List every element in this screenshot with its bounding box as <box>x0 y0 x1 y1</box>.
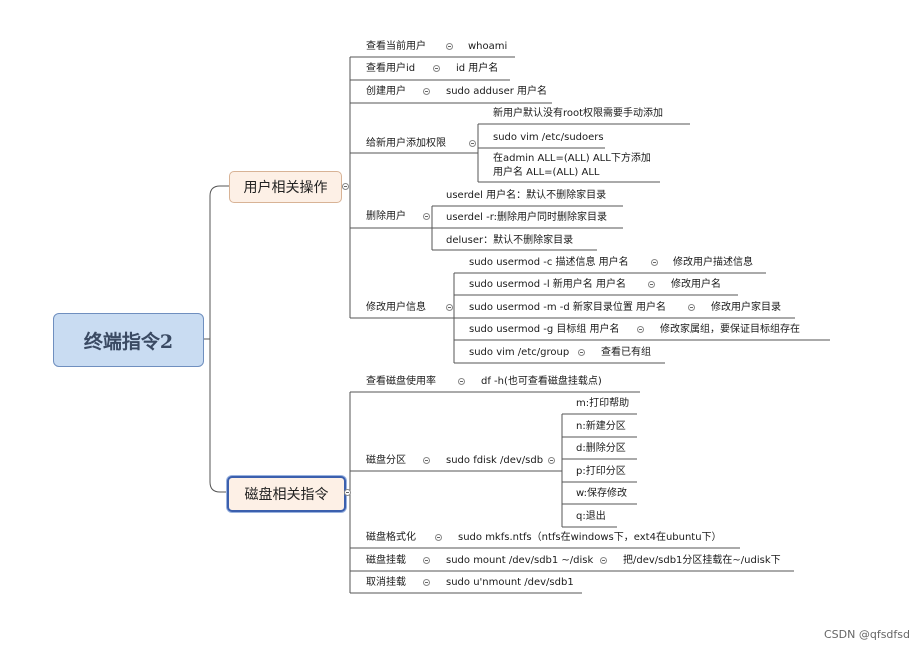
topic-disk-ops[interactable]: 磁盘相关指令 <box>227 476 346 512</box>
node-mod-2-desc[interactable]: 修改用户名 <box>671 279 721 290</box>
collapse-icon[interactable] <box>458 378 465 385</box>
collapse-icon[interactable] <box>446 43 453 50</box>
node-fmt-cmd[interactable]: sudo mkfs.ntfs（ntfs在windows下，ext4在ubuntu… <box>458 532 722 543</box>
collapse-icon[interactable] <box>433 65 440 72</box>
node-del-2[interactable]: userdel -r:删除用户同时删除家目录 <box>446 212 608 223</box>
node-mod-2[interactable]: sudo usermod -l 新用户名 用户名 <box>469 279 626 290</box>
node-del-label[interactable]: 删除用户 <box>366 211 406 222</box>
node-del-3[interactable]: deluser：默认不删除家目录 <box>446 235 574 246</box>
node-mod-3-desc[interactable]: 修改用户家目录 <box>711 302 781 313</box>
node-create-label[interactable]: 创建用户 <box>366 86 406 97</box>
node-mod-1-desc[interactable]: 修改用户描述信息 <box>673 257 753 268</box>
node-part-cmd[interactable]: sudo fdisk /dev/sdb <box>446 455 544 466</box>
collapse-icon[interactable] <box>423 457 430 464</box>
collapse-icon[interactable] <box>469 140 476 147</box>
node-id-label[interactable]: 查看用户id <box>366 63 416 74</box>
node-perm-3b[interactable]: 用户名 ALL=(ALL) ALL <box>493 167 600 178</box>
collapse-icon[interactable] <box>648 281 655 288</box>
node-fmt-label[interactable]: 磁盘格式化 <box>366 532 416 543</box>
collapse-icon[interactable] <box>578 349 585 356</box>
node-perm-label[interactable]: 给新用户添加权限 <box>366 138 446 149</box>
collapse-icon[interactable] <box>600 557 607 564</box>
node-part-label[interactable]: 磁盘分区 <box>366 455 406 466</box>
collapse-icon[interactable] <box>423 557 430 564</box>
node-del-1[interactable]: userdel 用户名：默认不删除家目录 <box>446 190 607 201</box>
collapse-icon[interactable] <box>344 489 351 496</box>
node-part-opt[interactable]: w:保存修改 <box>576 488 628 499</box>
node-perm-2[interactable]: sudo vim /etc/sudoers <box>493 132 604 143</box>
node-mount-note[interactable]: 把/dev/sdb1分区挂载在~/udisk下 <box>623 555 781 566</box>
node-id-cmd[interactable]: id 用户名 <box>456 63 499 74</box>
collapse-icon[interactable] <box>435 534 442 541</box>
node-mod-1[interactable]: sudo usermod -c 描述信息 用户名 <box>469 257 629 268</box>
collapse-icon[interactable] <box>548 457 555 464</box>
node-whoami-cmd[interactable]: whoami <box>468 41 508 52</box>
node-create-cmd[interactable]: sudo adduser 用户名 <box>446 86 548 97</box>
collapse-icon[interactable] <box>423 579 430 586</box>
node-part-opt[interactable]: d:删除分区 <box>576 443 626 454</box>
collapse-icon[interactable] <box>423 88 430 95</box>
node-part-opt[interactable]: p:打印分区 <box>576 466 626 477</box>
node-mod-4-desc[interactable]: 修改家属组，要保证目标组存在 <box>660 324 800 335</box>
node-part-opt[interactable]: m:打印帮助 <box>576 398 630 409</box>
node-part-opt[interactable]: n:新建分区 <box>576 421 626 432</box>
node-mod-5-desc[interactable]: 查看已有组 <box>601 347 651 358</box>
node-perm-1[interactable]: 新用户默认没有root权限需要手动添加 <box>493 108 664 119</box>
root-topic[interactable]: 终端指令2 <box>53 313 204 367</box>
node-mod-4[interactable]: sudo usermod -g 目标组 用户名 <box>469 324 620 335</box>
collapse-icon[interactable] <box>637 326 644 333</box>
node-mount-cmd[interactable]: sudo mount /dev/sdb1 ~/disk <box>446 555 594 566</box>
node-mount-label[interactable]: 磁盘挂载 <box>366 555 406 566</box>
node-usage-cmd[interactable]: df -h(也可查看磁盘挂载点) <box>481 376 602 387</box>
node-umount-cmd[interactable]: sudo u'nmount /dev/sdb1 <box>446 577 574 588</box>
collapse-icon[interactable] <box>423 213 430 220</box>
topic-user-ops[interactable]: 用户相关操作 <box>229 171 342 203</box>
node-mod-label[interactable]: 修改用户信息 <box>366 302 426 313</box>
node-part-opt[interactable]: q:退出 <box>576 511 606 522</box>
collapse-icon[interactable] <box>446 304 453 311</box>
watermark: CSDN @qfsdfsd <box>823 628 910 641</box>
collapse-icon[interactable] <box>651 259 658 266</box>
node-perm-3a[interactable]: 在admin ALL=(ALL) ALL下方添加 <box>493 153 651 164</box>
collapse-icon[interactable] <box>688 304 695 311</box>
node-whoami-label[interactable]: 查看当前用户 <box>366 41 426 52</box>
node-mod-5[interactable]: sudo vim /etc/group <box>469 347 570 358</box>
node-mod-3[interactable]: sudo usermod -m -d 新家目录位置 用户名 <box>469 302 667 313</box>
node-umount-label[interactable]: 取消挂载 <box>366 577 406 588</box>
collapse-icon[interactable] <box>342 183 349 190</box>
node-usage-label[interactable]: 查看磁盘使用率 <box>366 376 436 387</box>
